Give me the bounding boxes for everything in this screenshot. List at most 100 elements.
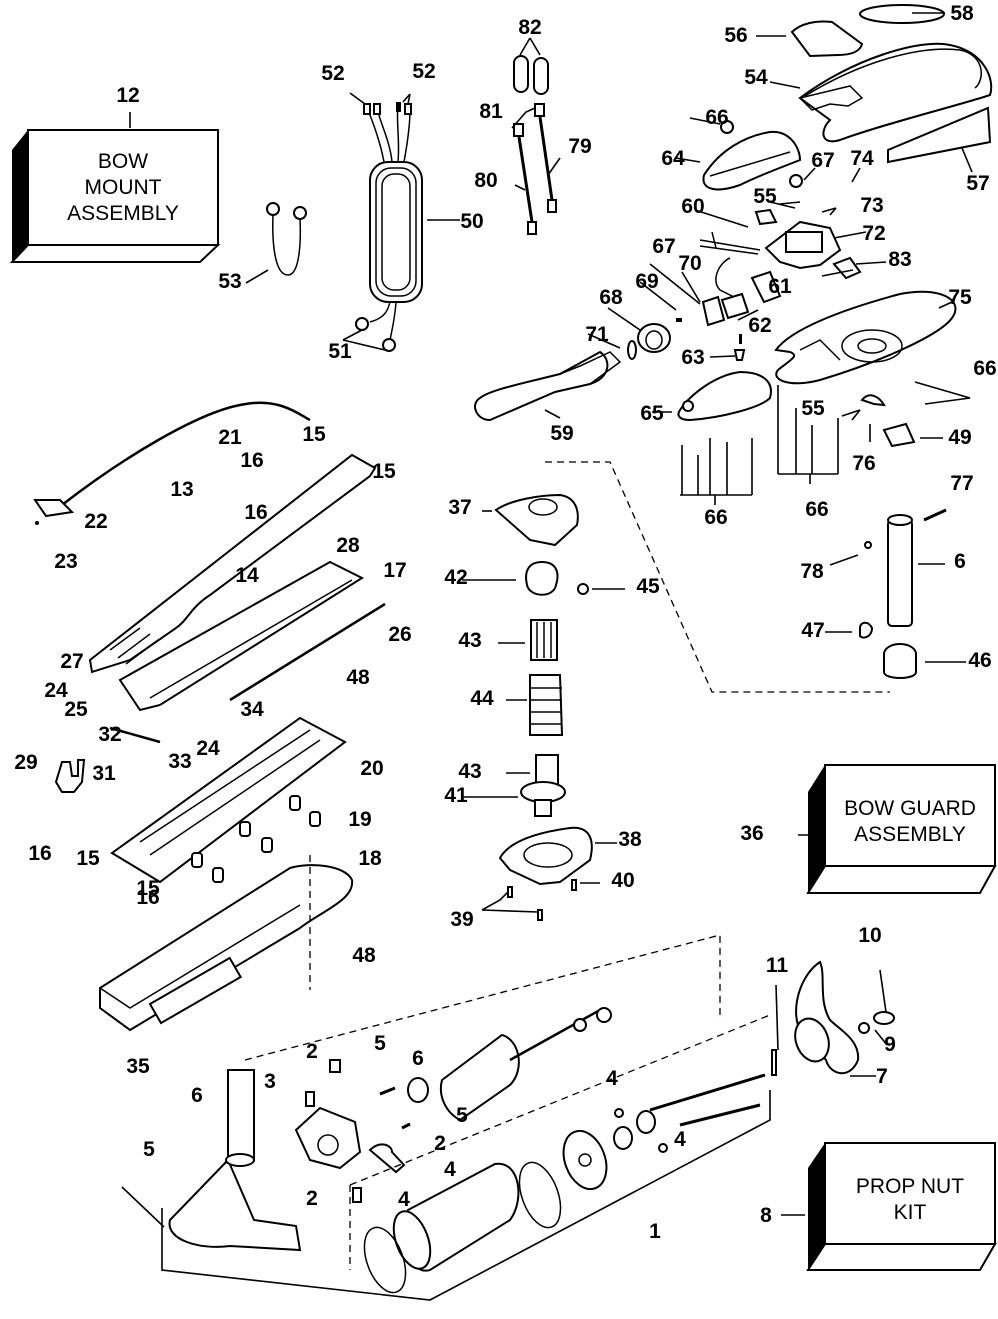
callout-number: 43	[458, 760, 481, 783]
gear-part[interactable]	[520, 560, 589, 817]
latch-part[interactable]	[54, 726, 161, 793]
battery-cable-part[interactable]	[355, 102, 423, 352]
callout-number: 62	[748, 314, 771, 337]
jumper-wire-part[interactable]	[266, 202, 307, 276]
handle-knob-part[interactable]	[627, 295, 746, 361]
kit-box-bow-guard-assembly[interactable]: BOW GUARD ASSEMBLY	[806, 764, 997, 894]
kit-box-prop-nut-kit[interactable]: PROP NUT KIT	[806, 1142, 997, 1271]
callout-number: 75	[948, 286, 972, 309]
callout-number: 32	[98, 723, 121, 746]
callout-number: 77	[950, 472, 973, 495]
kit-box-bow-mount-assembly[interactable]: BOW MOUNT ASSEMBLY	[9, 129, 221, 263]
callout-number: 6	[191, 1084, 203, 1107]
callout-number: 51	[328, 340, 352, 363]
callout-number: 10	[858, 924, 881, 947]
control-cable-part[interactable]	[33, 401, 311, 525]
control-board-part[interactable]	[699, 208, 862, 320]
callout-number: 15	[76, 847, 100, 870]
callout-number: 4	[606, 1067, 618, 1090]
callout-number: 7	[876, 1065, 888, 1088]
bow-mount-arm-part[interactable]	[88, 453, 377, 674]
callout-number: 14	[235, 564, 259, 587]
callout-number: 27	[60, 650, 83, 673]
callout-number: 60	[681, 195, 704, 218]
callout-number: 53	[218, 270, 241, 293]
callout-number: 65	[640, 402, 664, 425]
callout-number: 55	[801, 397, 825, 420]
bow-mount-rail-part[interactable]	[118, 560, 386, 712]
top-cover-part[interactable]	[798, 42, 993, 143]
leader-lines	[121, 12, 973, 1228]
propeller-part[interactable]	[771, 960, 895, 1076]
lower-housing-part[interactable]	[774, 290, 957, 385]
callout-number: 31	[92, 762, 116, 785]
callout-number: 76	[852, 452, 875, 475]
brush-plate-part[interactable]	[294, 1059, 406, 1203]
motor-can-part[interactable]	[356, 1073, 766, 1298]
kit-box-label-line: KIT	[894, 1201, 927, 1224]
callout-number: 35	[126, 1055, 150, 1078]
callout-number: 66	[973, 357, 996, 380]
callout-number: 12	[116, 84, 139, 107]
callout-number: 24	[44, 679, 68, 702]
lower-unit-part[interactable]	[168, 1069, 302, 1252]
callout-number: 23	[54, 550, 77, 573]
callout-number: 70	[678, 252, 701, 275]
callout-number: 41	[444, 784, 468, 807]
callout-number: 43	[458, 629, 481, 652]
decal-part[interactable]	[790, 4, 992, 164]
callout-number: 16	[136, 886, 159, 909]
callout-number: 15	[372, 460, 396, 483]
handle-part[interactable]	[474, 350, 622, 422]
callout-number: 71	[585, 323, 609, 346]
callout-number: 52	[321, 62, 344, 85]
callout-number: 40	[611, 869, 634, 892]
callout-number: 61	[768, 275, 792, 298]
kit-box-label-line: ASSEMBLY	[67, 202, 179, 225]
callout-number: 9	[884, 1033, 896, 1056]
callout-number: 15	[136, 877, 160, 900]
column-tube-part[interactable]	[859, 508, 947, 679]
callout-number: 79	[568, 135, 591, 158]
callout-number: 66	[705, 106, 728, 129]
callout-number: 2	[434, 1132, 446, 1155]
callout-number: 82	[518, 16, 541, 39]
spacers	[191, 795, 321, 883]
bow-mount-plate-part[interactable]	[99, 864, 354, 1032]
callout-number: 64	[661, 147, 685, 170]
callout-number: 29	[14, 751, 37, 774]
kit-box-label-line: MOUNT	[85, 176, 162, 199]
callout-number: 15	[302, 423, 326, 446]
callout-number: 73	[860, 194, 883, 217]
callout-number: 4	[398, 1188, 410, 1211]
bow-mount-base-part[interactable]	[110, 716, 347, 884]
callout-number: 48	[352, 944, 376, 967]
callout-number: 20	[360, 757, 383, 780]
callout-number: 50	[460, 210, 483, 233]
callout-number: 67	[811, 149, 834, 172]
wire-leads-part[interactable]	[513, 55, 557, 235]
steering-head-part[interactable]	[494, 493, 579, 547]
kit-box-label-line: PROP NUT	[856, 1175, 964, 1198]
callout-number: 28	[336, 534, 360, 557]
steering-base-part[interactable]	[498, 826, 593, 921]
callout-number: 45	[636, 575, 660, 598]
base-housing-part[interactable]	[677, 370, 916, 448]
kit-box-label-line: ASSEMBLY	[854, 823, 966, 846]
callout-number: 13	[170, 478, 193, 501]
callout-number: 66	[704, 506, 727, 529]
callout-number: 2	[306, 1040, 318, 1063]
callout-number: 63	[681, 346, 704, 369]
lower-cover-part[interactable]	[702, 120, 803, 191]
callout-number: 22	[84, 510, 107, 533]
callout-number: 47	[801, 619, 824, 642]
callout-number: 24	[196, 737, 220, 760]
kit-box-label-line: BOW GUARD	[844, 797, 976, 820]
callout-number: 46	[968, 649, 991, 672]
screws-part[interactable]	[680, 385, 839, 505]
armature-part[interactable]	[379, 1007, 612, 1130]
callout-number: 55	[753, 185, 777, 208]
callout-number: 36	[740, 822, 763, 845]
callout-number: 48	[346, 666, 370, 689]
